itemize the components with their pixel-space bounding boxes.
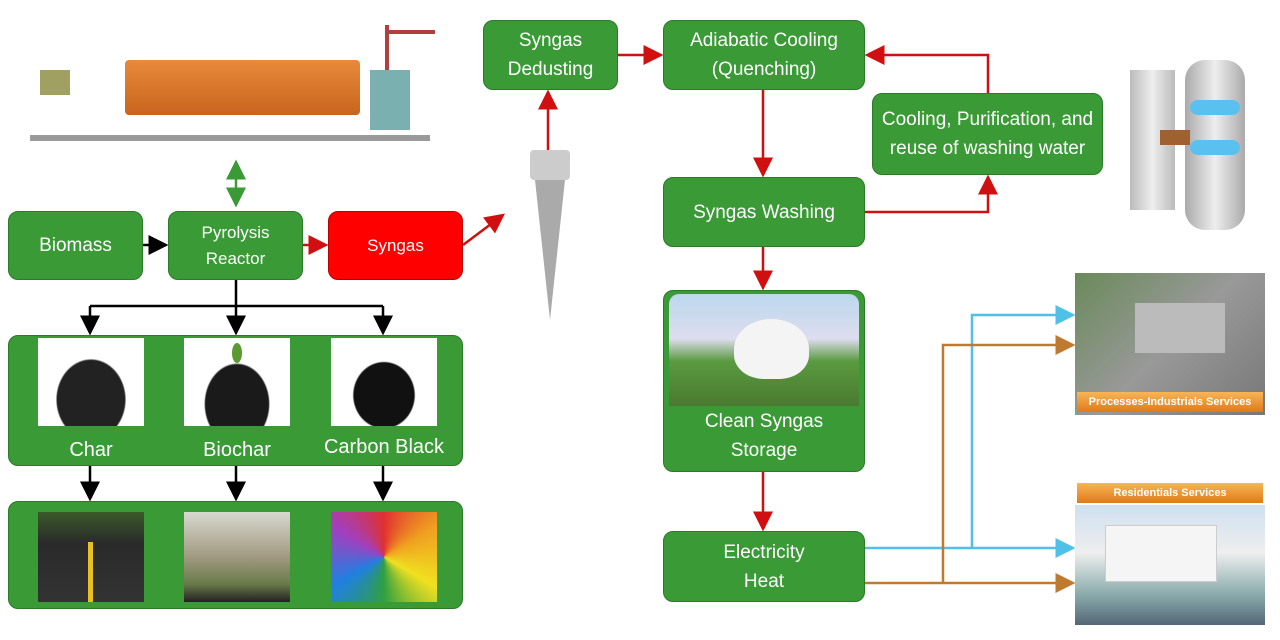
syngas-dedusting-label: Syngas Dedusting — [507, 30, 594, 80]
cyclone-image — [525, 150, 575, 325]
residential-services-banner: Residentials Services — [1077, 483, 1263, 503]
biochar-image — [184, 338, 290, 426]
clean-syngas-storage-label: Clean Syngas Storage — [704, 411, 824, 461]
biomass-box: Biomass — [8, 211, 143, 280]
cooling-purification-label: Cooling, Purification, and reuse of wash… — [881, 109, 1094, 159]
orchard-image — [184, 512, 290, 602]
residential-services-image — [1075, 505, 1265, 625]
biomass-label: Biomass — [39, 235, 112, 256]
pyrolysis-reactor-label: Pyrolysis Reactor — [201, 222, 270, 268]
syngas-dedusting-box: Syngas Dedusting — [483, 20, 618, 90]
pyrolysis-reactor-box: Pyrolysis Reactor — [168, 211, 303, 280]
syngas-washing-label: Syngas Washing — [693, 201, 835, 223]
syngas-washing-box: Syngas Washing — [663, 177, 865, 247]
products-box: Char Biochar Carbon Black — [8, 335, 463, 466]
cooling-purification-box: Cooling, Purification, and reuse of wash… — [872, 93, 1103, 175]
gas-storage-image — [669, 294, 859, 406]
adiabatic-cooling-box: Adiabatic Cooling (Quenching) — [663, 20, 865, 90]
industrial-services-image — [1075, 273, 1265, 415]
electricity-heat-box: Electricity Heat — [663, 531, 865, 602]
clean-syngas-storage-box: Clean Syngas Storage — [663, 290, 865, 472]
paints-image — [331, 512, 437, 602]
carbon-black-image — [331, 338, 437, 426]
syngas-label: Syngas — [367, 236, 424, 255]
scrubber-image — [1120, 30, 1265, 260]
carbon-black-label: Carbon Black — [323, 436, 445, 458]
char-image — [38, 338, 144, 426]
electricity-heat-label: Electricity Heat — [723, 541, 805, 592]
road-image — [38, 512, 144, 602]
syngas-box: Syngas — [328, 211, 463, 280]
biochar-label: Biochar — [203, 439, 271, 461]
adiabatic-cooling-label: Adiabatic Cooling (Quenching) — [690, 30, 838, 80]
char-label: Char — [69, 439, 113, 461]
arrow-reactor-products — [90, 280, 383, 308]
applications-box — [8, 501, 463, 609]
pyrolysis-reactor-image — [20, 25, 440, 155]
industrial-services-banner: Processes-Industrials Services — [1077, 392, 1263, 412]
